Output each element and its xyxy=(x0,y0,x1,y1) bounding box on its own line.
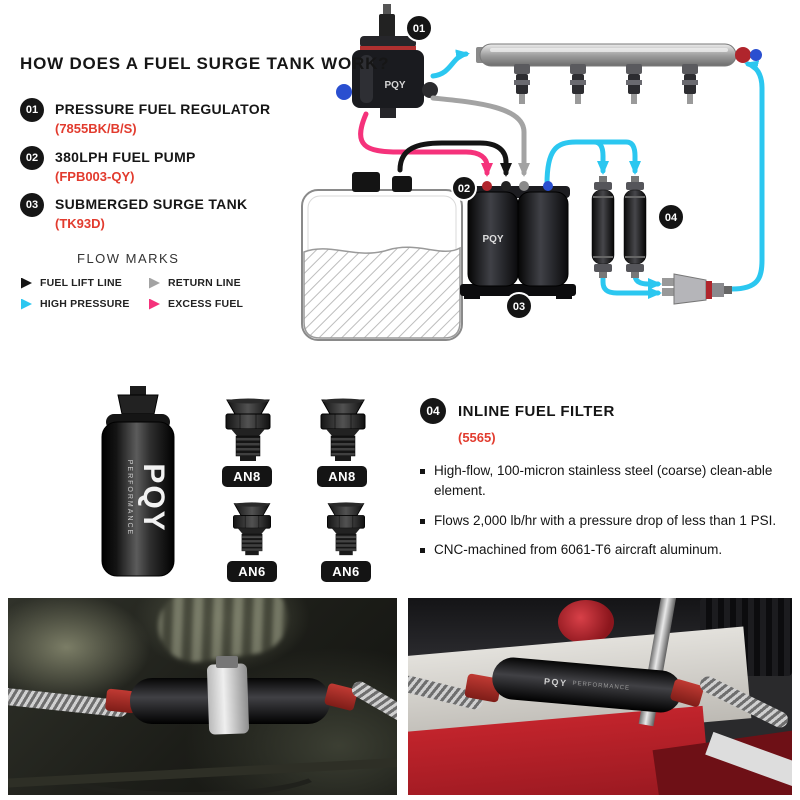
part-name: SUBMERGED SURGE TANK xyxy=(55,196,248,212)
high-pressure-line xyxy=(430,49,470,79)
fitting-label: AN8 xyxy=(222,466,272,487)
injector xyxy=(682,64,698,104)
cable xyxy=(48,738,328,795)
arrow-icon-gray xyxy=(149,277,160,289)
high-pressure-line xyxy=(729,60,765,292)
an6-fitting-image xyxy=(229,502,275,556)
diagram-badge-04: 04 xyxy=(665,212,678,224)
an8-fitting-image xyxy=(316,398,370,462)
filter-product-info: 04 INLINE FUEL FILTER (5565) High-flow, … xyxy=(420,398,792,569)
fitting-label: AN6 xyxy=(321,561,371,582)
y-splitter-drawing xyxy=(662,273,732,305)
tank-cap xyxy=(352,172,380,192)
product-bullet: Flows 2,000 lb/hr with a pressure drop o… xyxy=(420,511,792,531)
injector xyxy=(514,64,530,104)
legend-item-return: RETURN LINE xyxy=(149,277,289,289)
regulator-logo: PQY xyxy=(384,80,405,91)
excess-fuel-line xyxy=(358,111,493,177)
install-photo-right: PQY PERFORMANCE xyxy=(408,598,792,795)
product-bullet: High-flow, 100-micron stainless steel (c… xyxy=(420,461,792,502)
legend-label: RETURN LINE xyxy=(168,277,241,289)
an8-fitting-image xyxy=(221,398,275,462)
flow-lines xyxy=(358,49,765,299)
diagram-badges: 01 02 03 04 xyxy=(405,14,685,320)
part-code: (TK93D) xyxy=(55,216,105,231)
high-pressure-line xyxy=(591,139,641,175)
bullet-text: CNC-machined from 6061-T6 aircraft alumi… xyxy=(434,541,723,557)
diagram-badge-03: 03 xyxy=(513,301,525,313)
legend-label: HIGH PRESSURE xyxy=(40,298,130,310)
inline-filters-drawing xyxy=(591,176,647,278)
part-badge: 03 xyxy=(20,193,44,217)
fuel-level-hatch xyxy=(303,246,461,339)
clamp-screw xyxy=(216,656,238,668)
part-badge: 01 xyxy=(20,98,44,122)
surge-tank-logo: PQY xyxy=(482,234,503,245)
bullet-icon xyxy=(420,469,425,474)
clamp-band xyxy=(206,663,250,735)
fitting-label: AN8 xyxy=(317,466,367,487)
part-item-regulator: 01 PRESSURE FUEL REGULATOR (7855BK/B/S) xyxy=(20,98,270,136)
flow-marks-legend: FUEL LIFT LINE RETURN LINE HIGH PRESSURE… xyxy=(21,277,289,310)
bullet-icon xyxy=(420,547,425,553)
bullet-icon xyxy=(420,518,425,524)
filter-brand-text: PQY xyxy=(543,676,568,689)
bullet-text: Flows 2,000 lb/hr with a pressure drop o… xyxy=(434,512,777,528)
legend-item-high-pressure: HIGH PRESSURE xyxy=(21,298,149,310)
part-item-pump: 02 380LPH FUEL PUMP (FPB003-QY) xyxy=(20,146,196,184)
flow-marks-title: FLOW MARKS xyxy=(77,251,180,266)
install-photo-left: PQY xyxy=(8,598,397,795)
return-line xyxy=(430,95,530,177)
fuel-lift-line xyxy=(397,140,512,177)
legend-label: EXCESS FUEL xyxy=(168,298,244,310)
fuel-rail-drawing xyxy=(476,43,762,104)
injector xyxy=(626,64,642,104)
legend-item-excess-fuel: EXCESS FUEL xyxy=(149,298,289,310)
diagram-badge-01: 01 xyxy=(413,23,425,35)
an6-fitting-image xyxy=(323,502,369,556)
filter-product-image: PQY PERFORMANCE xyxy=(101,386,175,577)
product-brand: PQY xyxy=(137,463,170,532)
tank-cap xyxy=(392,176,412,192)
product-title: INLINE FUEL FILTER xyxy=(458,402,615,420)
part-badge: 04 xyxy=(420,398,446,424)
product-brand-sub: PERFORMANCE xyxy=(126,460,133,536)
fuel-system-diagram: PQY xyxy=(301,4,765,341)
part-item-surge-tank: 03 SUBMERGED SURGE TANK (TK93D) xyxy=(20,193,247,231)
arrow-icon-cyan xyxy=(21,298,32,310)
part-code: (7855BK/B/S) xyxy=(55,121,137,136)
red-disc xyxy=(558,600,614,644)
fitting-label: AN6 xyxy=(227,561,277,582)
part-name: PRESSURE FUEL REGULATOR xyxy=(55,101,271,117)
part-badge: 02 xyxy=(20,146,44,170)
part-code: (FPB003-QY) xyxy=(55,169,135,184)
arrow-icon-pink xyxy=(149,298,160,310)
filter-brand-sub-text: PERFORMANCE xyxy=(572,680,631,692)
part-name: 380LPH FUEL PUMP xyxy=(55,149,196,165)
pressure-regulator-drawing: PQY xyxy=(336,4,438,118)
surge-tank-drawing: PQY xyxy=(460,181,576,299)
product-bullet: CNC-machined from 6061-T6 aircraft alumi… xyxy=(420,540,792,560)
arrow-icon-black xyxy=(21,277,32,289)
braided-hose xyxy=(348,678,397,730)
product-code: (5565) xyxy=(458,430,496,445)
high-pressure-line xyxy=(600,269,662,299)
high-pressure-line xyxy=(544,139,609,187)
legend-item-fuel-lift: FUEL LIFT LINE xyxy=(21,277,149,289)
fuel-tank-drawing xyxy=(301,172,463,341)
page-title: HOW DOES A FUEL SURGE TANK WORK? xyxy=(20,54,390,73)
bullet-text: High-flow, 100-micron stainless steel (c… xyxy=(434,463,773,499)
diagram-badge-02: 02 xyxy=(458,183,470,195)
injector xyxy=(570,64,586,104)
legend-label: FUEL LIFT LINE xyxy=(40,277,122,289)
